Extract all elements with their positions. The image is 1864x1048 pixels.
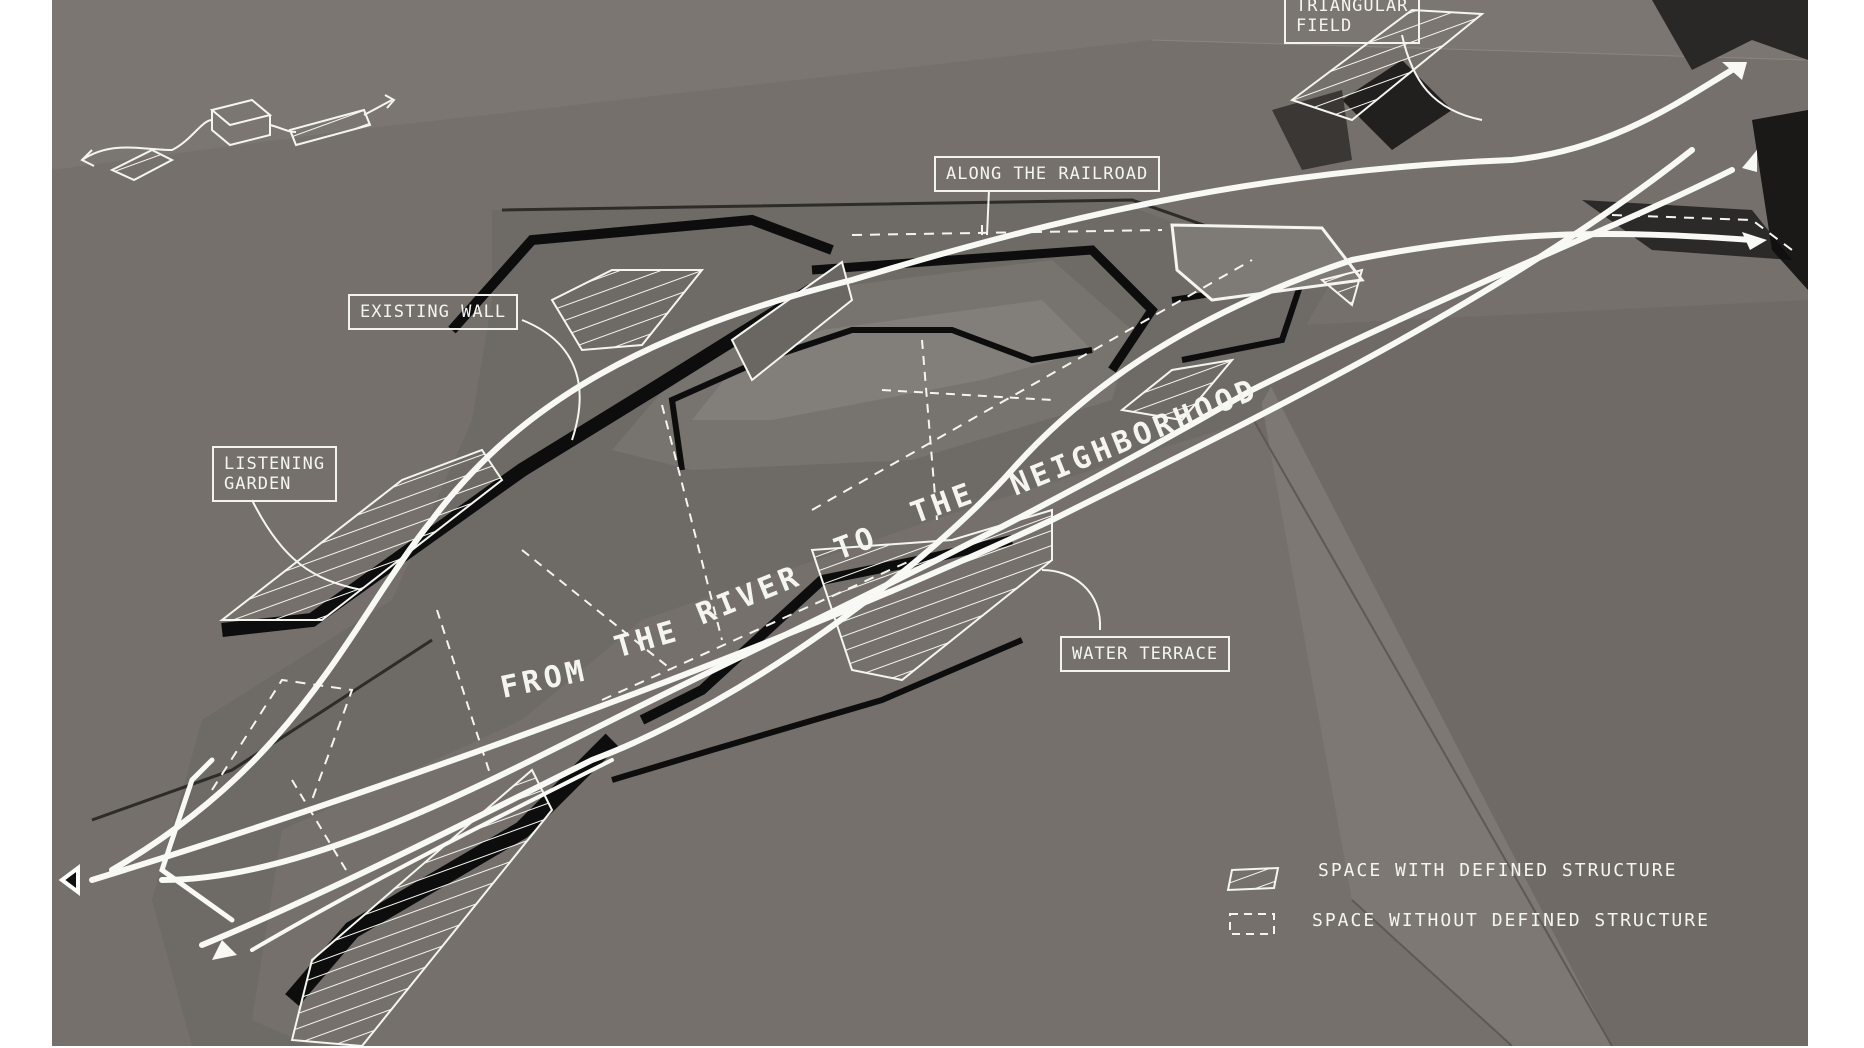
model-board: TRIANGULAR FIELD ALONG THE RAILROAD EXIS… [52, 0, 1808, 1046]
legend-dashed-label: SPACE WITHOUT DEFINED STRUCTURE [1312, 910, 1710, 931]
legend-hatched-label: SPACE WITH DEFINED STRUCTURE [1318, 860, 1677, 881]
label-listening-garden-line1: LISTENING [224, 454, 325, 474]
legend-swatches [1228, 868, 1278, 934]
label-triangular-field-line1: TRIANGULAR [1296, 0, 1408, 16]
arrowhead-icon [1742, 150, 1757, 172]
legend-hatched-swatch [1228, 868, 1278, 890]
label-water-terrace: WATER TERRACE [1060, 636, 1230, 672]
legend-dashed-swatch [1230, 914, 1274, 934]
label-triangular-field-line2: FIELD [1296, 16, 1408, 36]
label-along-the-railroad: ALONG THE RAILROAD [934, 156, 1160, 192]
label-existing-wall: EXISTING WALL [348, 294, 518, 330]
label-listening-garden-line2: GARDEN [224, 474, 325, 494]
label-listening-garden: LISTENING GARDEN [212, 446, 337, 502]
label-triangular-field: TRIANGULAR FIELD [1284, 0, 1420, 44]
exit-arrow [62, 868, 78, 892]
